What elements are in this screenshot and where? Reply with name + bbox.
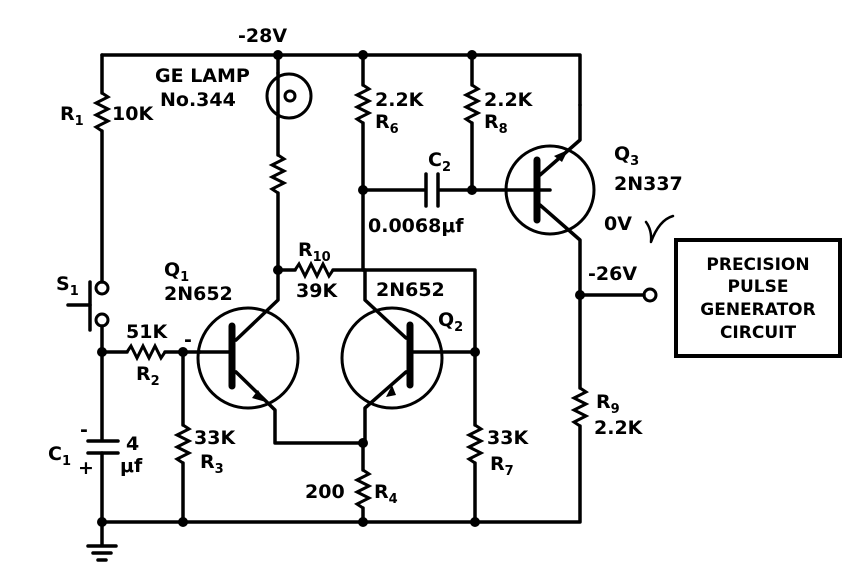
junction bbox=[358, 517, 368, 527]
lamp-label-line1: GE LAMP bbox=[155, 65, 250, 87]
c2-value: 0.0068μf bbox=[368, 215, 464, 237]
r6-value: 2.2K bbox=[375, 89, 425, 111]
r7-value: 33K bbox=[487, 427, 529, 449]
r9-name: R9 bbox=[596, 391, 620, 417]
junction bbox=[470, 517, 480, 527]
q1-base-polarity: - bbox=[184, 329, 192, 351]
r7-name: R7 bbox=[490, 453, 514, 479]
pulse-waveform-icon bbox=[644, 214, 675, 244]
resistor-r3 bbox=[173, 350, 193, 527]
output-terminal bbox=[575, 287, 658, 303]
block-line-3: GENERATOR bbox=[700, 300, 815, 320]
r2-name: R2 bbox=[136, 363, 160, 389]
c1-plus: + bbox=[78, 457, 94, 479]
transistor-q1 bbox=[196, 268, 365, 445]
s1-name: S1 bbox=[56, 273, 79, 299]
q2-name: Q2 bbox=[438, 309, 463, 335]
resistor-r1 bbox=[92, 53, 112, 284]
resistor-r7 bbox=[465, 350, 485, 527]
c1-value-number: 4 bbox=[126, 433, 139, 455]
q3-part: 2N337 bbox=[614, 173, 683, 195]
transistor-q3 bbox=[504, 103, 596, 297]
c1-name: C1 bbox=[48, 443, 71, 469]
r3-value: 33K bbox=[194, 427, 236, 449]
r8-value: 2.2K bbox=[484, 89, 534, 111]
capacitor-c2 bbox=[361, 172, 552, 208]
q2-part: 2N652 bbox=[376, 279, 445, 301]
block-line-4: CIRCUIT bbox=[720, 323, 796, 343]
block-line-2: PULSE bbox=[728, 277, 789, 297]
resistor-r6 bbox=[353, 53, 373, 272]
r4-name: R4 bbox=[374, 481, 398, 507]
r2-value: 51K bbox=[126, 321, 168, 343]
resistor-r8 bbox=[462, 53, 482, 195]
output-terminal-icon bbox=[642, 287, 658, 303]
c1-minus: - bbox=[80, 419, 88, 441]
r8-name: R8 bbox=[484, 111, 508, 137]
ground-icon bbox=[86, 520, 118, 562]
q3-name: Q3 bbox=[614, 143, 639, 169]
lamp bbox=[265, 53, 313, 272]
r6-name: R6 bbox=[375, 111, 399, 137]
r9-value: 2.2K bbox=[594, 417, 644, 439]
supply-voltage-label: -28V bbox=[238, 25, 287, 47]
r1-value: 10K bbox=[112, 103, 154, 125]
capacitor-c1 bbox=[86, 350, 120, 527]
c1-value-unit: μf bbox=[120, 455, 143, 477]
r10-value: 39K bbox=[296, 280, 338, 302]
resistor-r4 bbox=[353, 438, 373, 527]
c2-name: C2 bbox=[428, 149, 451, 175]
junction bbox=[178, 517, 188, 527]
r10-name: R10 bbox=[298, 239, 331, 265]
pulse-generator-block bbox=[674, 238, 842, 358]
r3-name: R3 bbox=[200, 451, 224, 477]
r1-name: R1 bbox=[60, 103, 84, 129]
q1-name: Q1 bbox=[164, 259, 189, 285]
output-pulse-level: 0V bbox=[604, 213, 632, 235]
q1-part: 2N652 bbox=[164, 283, 233, 305]
lamp-label-line2: No.344 bbox=[160, 89, 236, 111]
r4-value: 200 bbox=[305, 481, 345, 503]
block-line-1: PRECISION bbox=[706, 255, 809, 275]
output-dc-level: -26V bbox=[588, 263, 637, 285]
resistor-r9 bbox=[100, 293, 590, 524]
transistor-q2 bbox=[340, 268, 477, 445]
